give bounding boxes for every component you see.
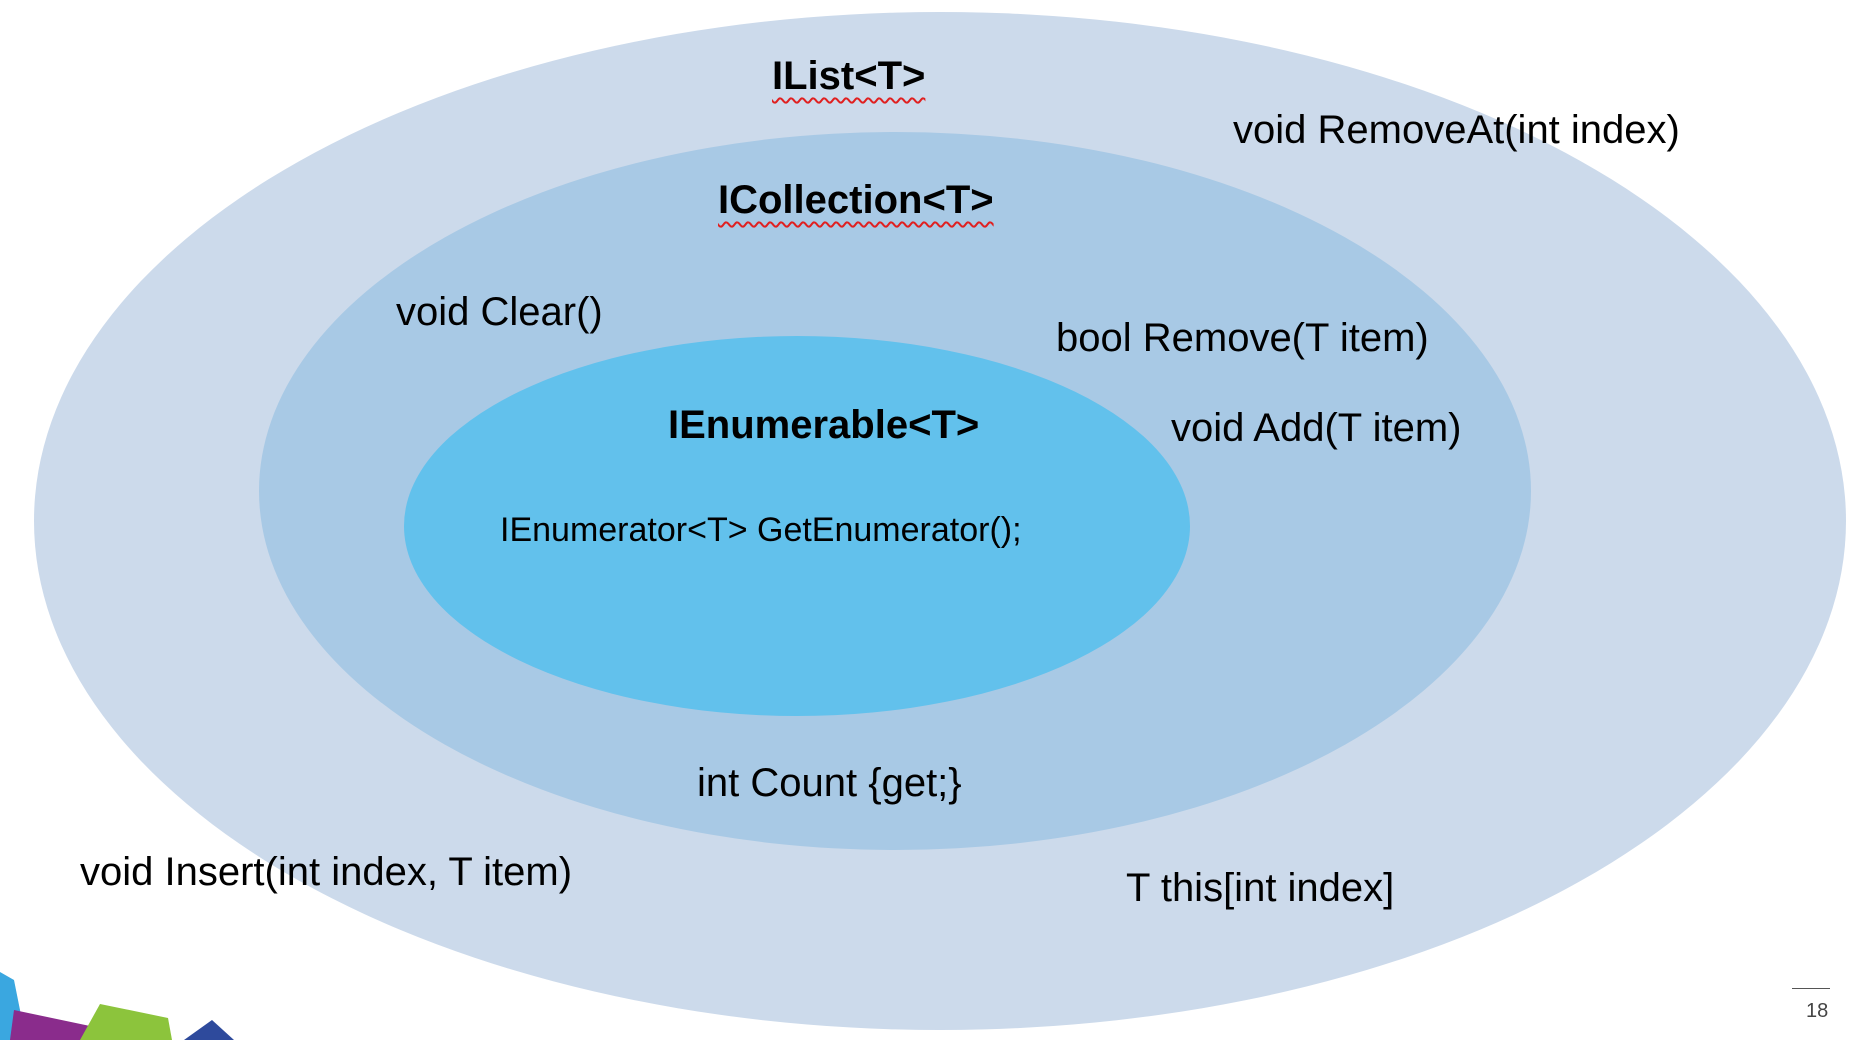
decoration-shard-green xyxy=(80,1004,172,1040)
indexer-member: T this[int index] xyxy=(1126,866,1395,910)
icollection-title: ICollection<T> xyxy=(718,178,994,222)
corner-decoration-graphic xyxy=(0,972,234,1040)
ienumerable-title: IEnumerable<T> xyxy=(668,403,980,447)
count-member: int Count {get;} xyxy=(697,761,962,805)
decoration-shard-navy xyxy=(184,1020,234,1040)
decoration-shard-purple xyxy=(10,1010,90,1040)
add-member: void Add(T item) xyxy=(1171,406,1462,450)
insert-member: void Insert(int index, T item) xyxy=(80,850,573,894)
getenumerator-member: IEnumerator<T> GetEnumerator(); xyxy=(500,511,1022,549)
ilist-title: IList<T> xyxy=(772,54,926,98)
ienumerable-ellipse xyxy=(404,336,1190,716)
page-number: 18 xyxy=(1806,1000,1829,1022)
removeat-member: void RemoveAt(int index) xyxy=(1233,108,1680,152)
clear-member: void Clear() xyxy=(396,290,603,334)
remove-member: bool Remove(T item) xyxy=(1056,316,1429,360)
page-number-rule xyxy=(1792,988,1830,989)
